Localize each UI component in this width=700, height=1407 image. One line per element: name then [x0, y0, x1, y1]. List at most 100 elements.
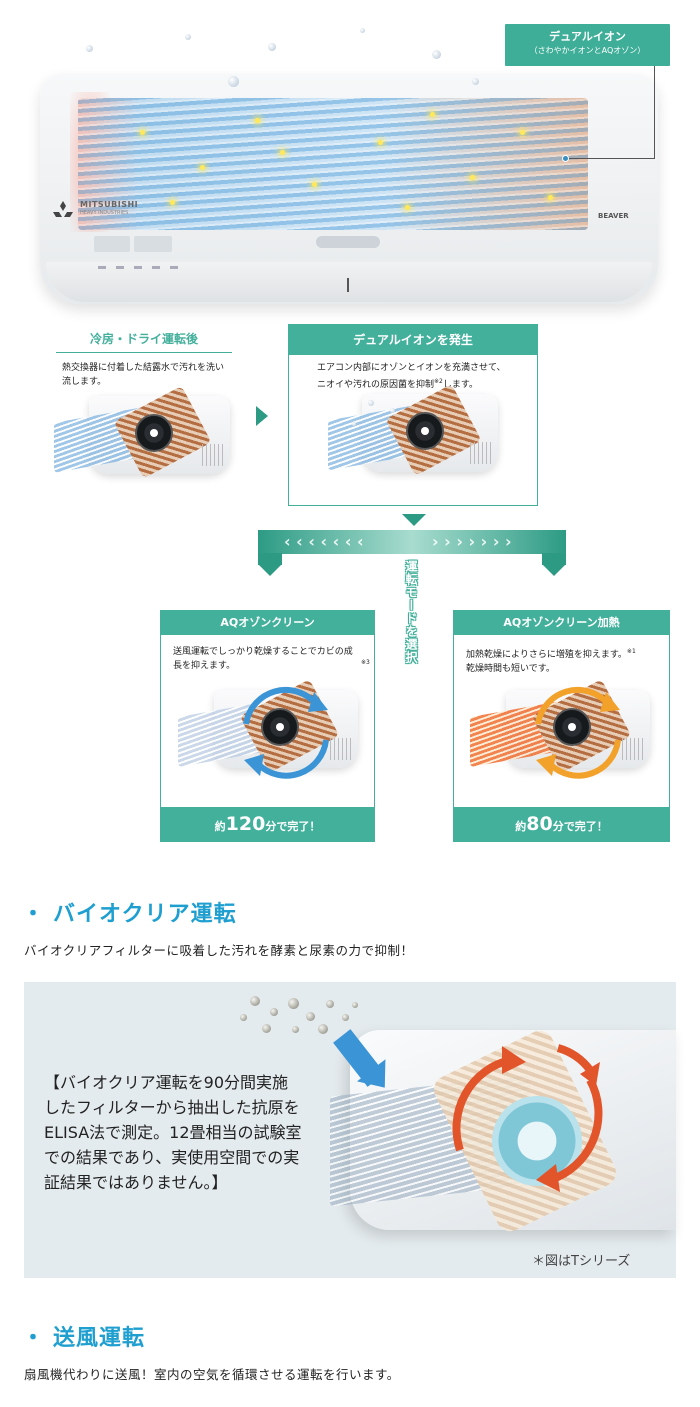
dust-particle: [288, 998, 299, 1009]
fan-mode-heading: ・送風運転: [22, 1320, 145, 1352]
bubble: [268, 43, 276, 51]
ion-sparkle: [378, 140, 383, 145]
mode-text-body: 送風運転でしっかり乾燥することでカビの成長を抑えます。: [173, 647, 353, 671]
dust-particle: [318, 1024, 328, 1034]
arrow-down-icon: [258, 564, 282, 576]
footnote-ref: ※2: [434, 378, 443, 385]
callout-title: デュアルイオン: [549, 30, 626, 43]
dust-particle: [262, 1024, 271, 1033]
dust-particle: [306, 1012, 315, 1021]
airflow-rotation-icon: [243, 686, 329, 779]
bullet-dot-icon: ・: [22, 1326, 46, 1351]
bubble: [185, 34, 191, 40]
step2-text-line1: エアコン内部にオゾンとイオンを充満させて、: [317, 363, 506, 373]
foot-suffix: 分で完了！: [265, 820, 321, 833]
callout-leader-line: [566, 158, 655, 159]
dust-particle: [352, 1002, 358, 1008]
mode-select-label: 運転モードを選択: [404, 560, 418, 664]
dust-particle: [250, 996, 260, 1006]
mode-title: AQオゾンクリーン加熱: [454, 611, 669, 635]
ion-sparkle: [200, 165, 205, 170]
mode-text: 加熱乾燥によりさらに増殖を抑えます。※1 乾燥時間も短いです。: [454, 635, 669, 676]
model-name: BEAVER: [598, 212, 629, 220]
mode-select-bar: [258, 530, 566, 554]
mode-title: AQオゾンクリーン: [161, 611, 374, 635]
arrow-down-icon: [402, 514, 426, 526]
bio-clear-title: バイオクリア運転: [53, 902, 237, 927]
bio-clear-test-note: 【バイオクリア運転を90分間実施したフィルターから抽出した抗原をELISA法で測…: [44, 1073, 302, 1192]
foot-number: 80: [526, 813, 553, 835]
step2-title: デュアルイオンを発生: [289, 325, 537, 355]
ion-sparkle: [405, 205, 410, 210]
bubble: [472, 78, 479, 85]
heat-rotation-icon: [535, 686, 621, 779]
bubble: [360, 28, 365, 33]
completion-time: 約80分で完了！: [454, 807, 669, 841]
step2-text-end: します。: [442, 380, 478, 390]
dust-particle: [342, 1014, 349, 1021]
footnote-ref: ※3: [361, 659, 370, 666]
footnote-ref: ※1: [626, 648, 636, 655]
step1-title: 冷房・ドライ運転後: [56, 330, 232, 353]
fan-mode-title: 送風運転: [53, 1326, 146, 1351]
bar-leg: [542, 553, 566, 565]
mode-text: 送風運転でしっかり乾燥することでカビの成長を抑えます。 ※3: [161, 635, 374, 673]
bio-clear-description: バイオクリアフィルターに吸着した汚れを酵素と尿素の力で抑制！: [24, 943, 414, 958]
foot-suffix: 分で完了！: [552, 820, 608, 833]
callout-subtitle: （さわやかイオンとAQオゾン）: [529, 46, 646, 55]
ion-sparkle: [470, 175, 475, 180]
dust-particle: [326, 1000, 334, 1008]
dust-particle: [270, 1008, 278, 1016]
mode-text-line1: 加熱乾燥によりさらに増殖を抑えます。: [466, 650, 627, 660]
dust-particle: [240, 1014, 247, 1021]
step1-text: 熱交換器に付着した結露水で汚れを洗い流します。: [62, 363, 225, 387]
foot-number: 120: [225, 813, 266, 835]
dust-particle: [292, 1026, 299, 1033]
foot-prefix: 約: [515, 820, 527, 833]
chevron-right-icon: › › › › › › ›: [432, 532, 512, 551]
mode-text-line2: 乾燥時間も短いです。: [466, 664, 555, 674]
bubble: [432, 50, 441, 59]
vent-marker: [347, 278, 349, 292]
callout-pointer-dot: [562, 155, 569, 162]
hero-illustration: MITSUBISHI HEAVY INDUSTRIES BEAVER デュアルイ…: [0, 0, 700, 320]
mitsubishi-logo-icon: [53, 201, 73, 217]
ion-sparkle: [140, 130, 145, 135]
dual-ion-callout: デュアルイオン （さわやかイオンとAQオゾン）: [505, 24, 670, 66]
mode-right-ac-illustration: [470, 679, 650, 780]
brand-name: MITSUBISHI: [80, 200, 139, 209]
step2-text-line2: ニオイや汚れの原因菌を抑制: [317, 380, 435, 390]
completion-time: 約120分で完了！: [161, 807, 374, 841]
bubble: [86, 45, 93, 52]
bio-clear-heading: ・バイオクリア運転: [22, 896, 237, 928]
arrow-right-icon: [256, 406, 268, 426]
step2-ac-illustration: [328, 384, 498, 484]
bar-leg: [258, 553, 282, 565]
display-panel: [134, 236, 172, 252]
ion-sparkle: [520, 130, 525, 135]
brand-subtitle: HEAVY INDUSTRIES: [80, 210, 129, 216]
ion-sparkle: [170, 200, 175, 205]
indicator-leds: [98, 266, 188, 269]
callout-leader-line: [654, 66, 655, 158]
chevron-left-icon: ‹ ‹ ‹ ‹ ‹ ‹ ‹: [284, 532, 364, 551]
ion-sparkle: [430, 112, 435, 117]
step1-ac-illustration: [54, 385, 230, 486]
arrow-down-icon: [542, 564, 566, 576]
bubble: [228, 76, 239, 87]
ion-sparkle: [280, 150, 285, 155]
step-after-cooling: 冷房・ドライ運転後 熱交換器に付着した結露水で汚れを洗い流します。: [56, 330, 232, 490]
foot-prefix: 約: [214, 820, 226, 833]
heat-exchanger-coil: [78, 98, 588, 230]
bullet-dot-icon: ・: [22, 902, 46, 927]
mode-left-ac-illustration: [178, 679, 358, 780]
ion-sparkle: [312, 182, 317, 187]
ion-sparkle: [255, 118, 260, 123]
enzyme-rotation-icon: [452, 1044, 603, 1192]
sensor-window: [316, 236, 380, 248]
ion-sparkle: [548, 195, 553, 200]
figure-caption: ＊図はTシリーズ: [532, 1254, 631, 1269]
display-panel: [94, 236, 130, 252]
fan-mode-description: 扇風機代わりに送風！室内の空気を循環させる運転を行います。: [24, 1367, 400, 1382]
step2-text: エアコン内部にオゾンとイオンを充満させて、 ニオイや汚れの原因菌を抑制※2します…: [289, 355, 537, 392]
